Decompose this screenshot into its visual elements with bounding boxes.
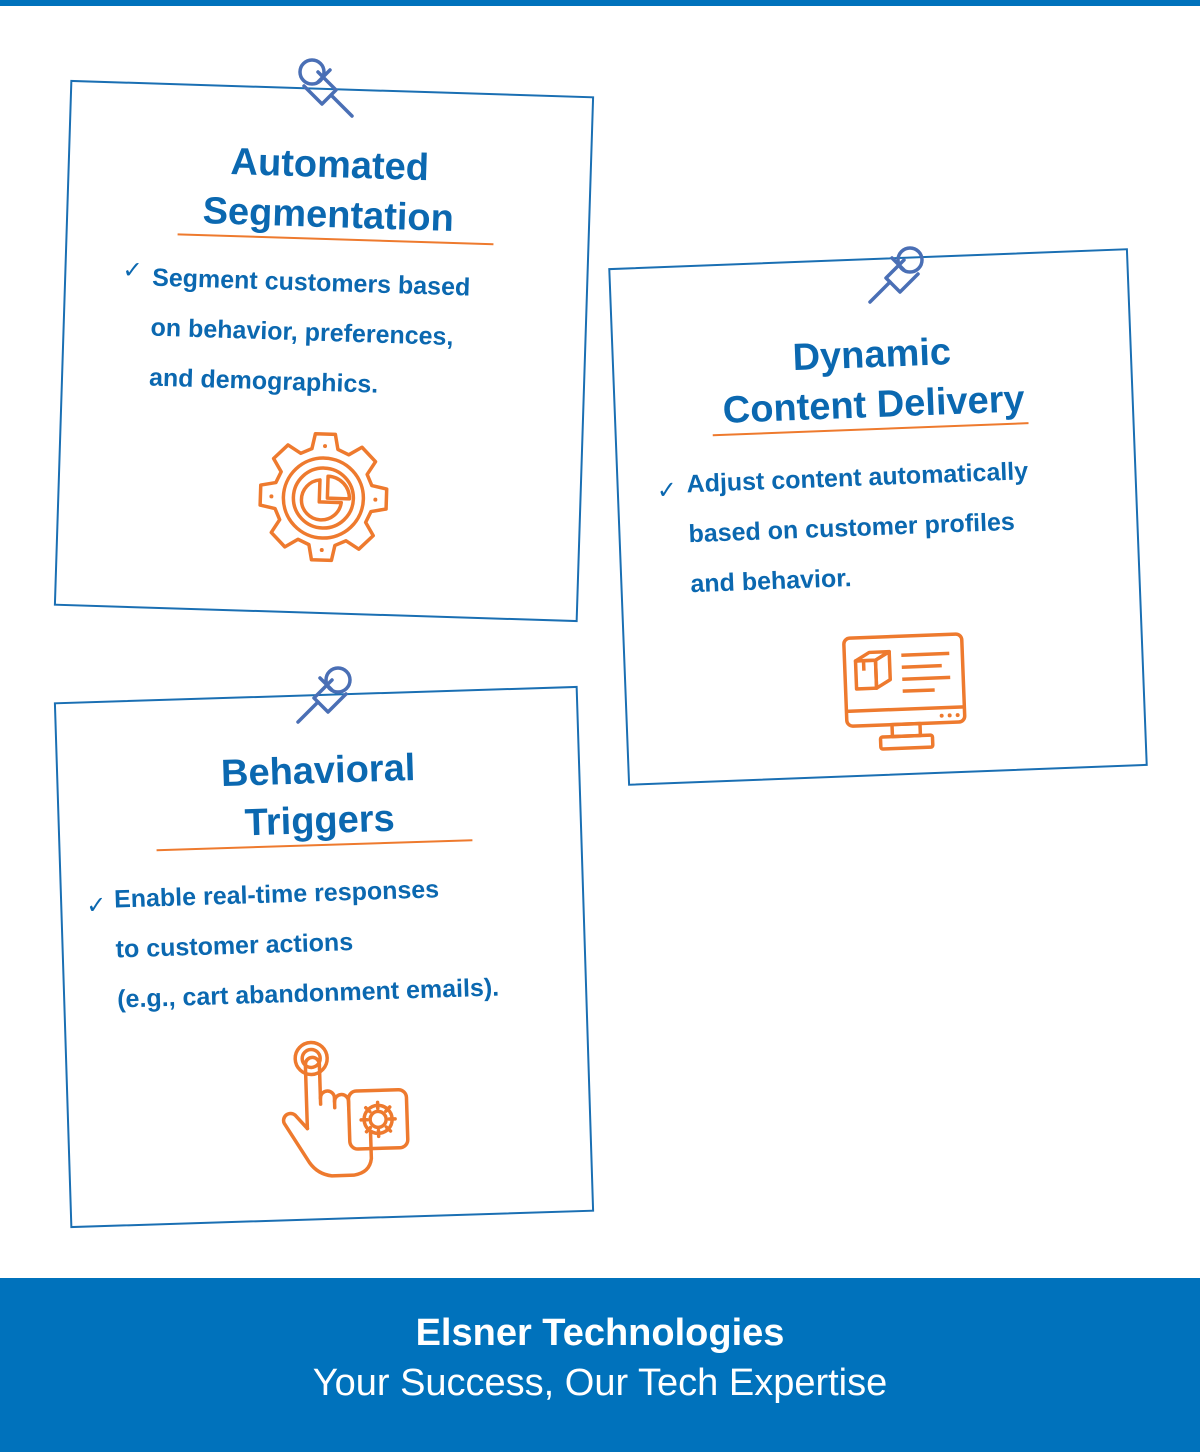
gear-chart-icon: [258, 432, 389, 563]
checkmark-icon: ✓: [85, 891, 107, 920]
card-title: Behavioral Triggers: [58, 738, 581, 854]
description-line: and demographics.: [148, 363, 379, 399]
checkmark-icon: ✓: [122, 256, 143, 285]
card-description: Enable real-time responses to customer a…: [113, 863, 500, 1025]
pushpin-icon: [296, 666, 352, 724]
pushpin-icon: [298, 58, 354, 118]
tagline: Your Success, Our Tech Expertise: [312, 1362, 888, 1404]
card-dynamic-content-delivery: Dynamic Content Delivery ✓ Adjust conten…: [608, 248, 1148, 786]
card-title: Automated Segmentation: [68, 132, 591, 248]
top-accent-bar: [0, 0, 1200, 6]
card-description: Segment customers based on behavior, pre…: [148, 253, 471, 413]
pushpin-icon: [868, 246, 924, 304]
card-description: Adjust content automatically based on cu…: [686, 446, 1033, 609]
checkmark-icon: ✓: [656, 476, 678, 505]
hand-tap-gear-icon: [281, 1040, 410, 1178]
card-behavioral-triggers: Behavioral Triggers ✓ Enable real-time r…: [53, 685, 595, 1229]
monitor-product-icon: [842, 632, 967, 751]
brand-name: Elsner Technologies: [415, 1312, 785, 1354]
footer-banner: Elsner Technologies Your Success, Our Te…: [0, 1278, 1200, 1452]
card-automated-segmentation: Automated Segmentation ✓ Segment custome…: [53, 79, 595, 623]
card-title: Dynamic Content Delivery: [613, 320, 1132, 440]
description-line: (e.g., cart abandonment emails).: [116, 973, 500, 1014]
